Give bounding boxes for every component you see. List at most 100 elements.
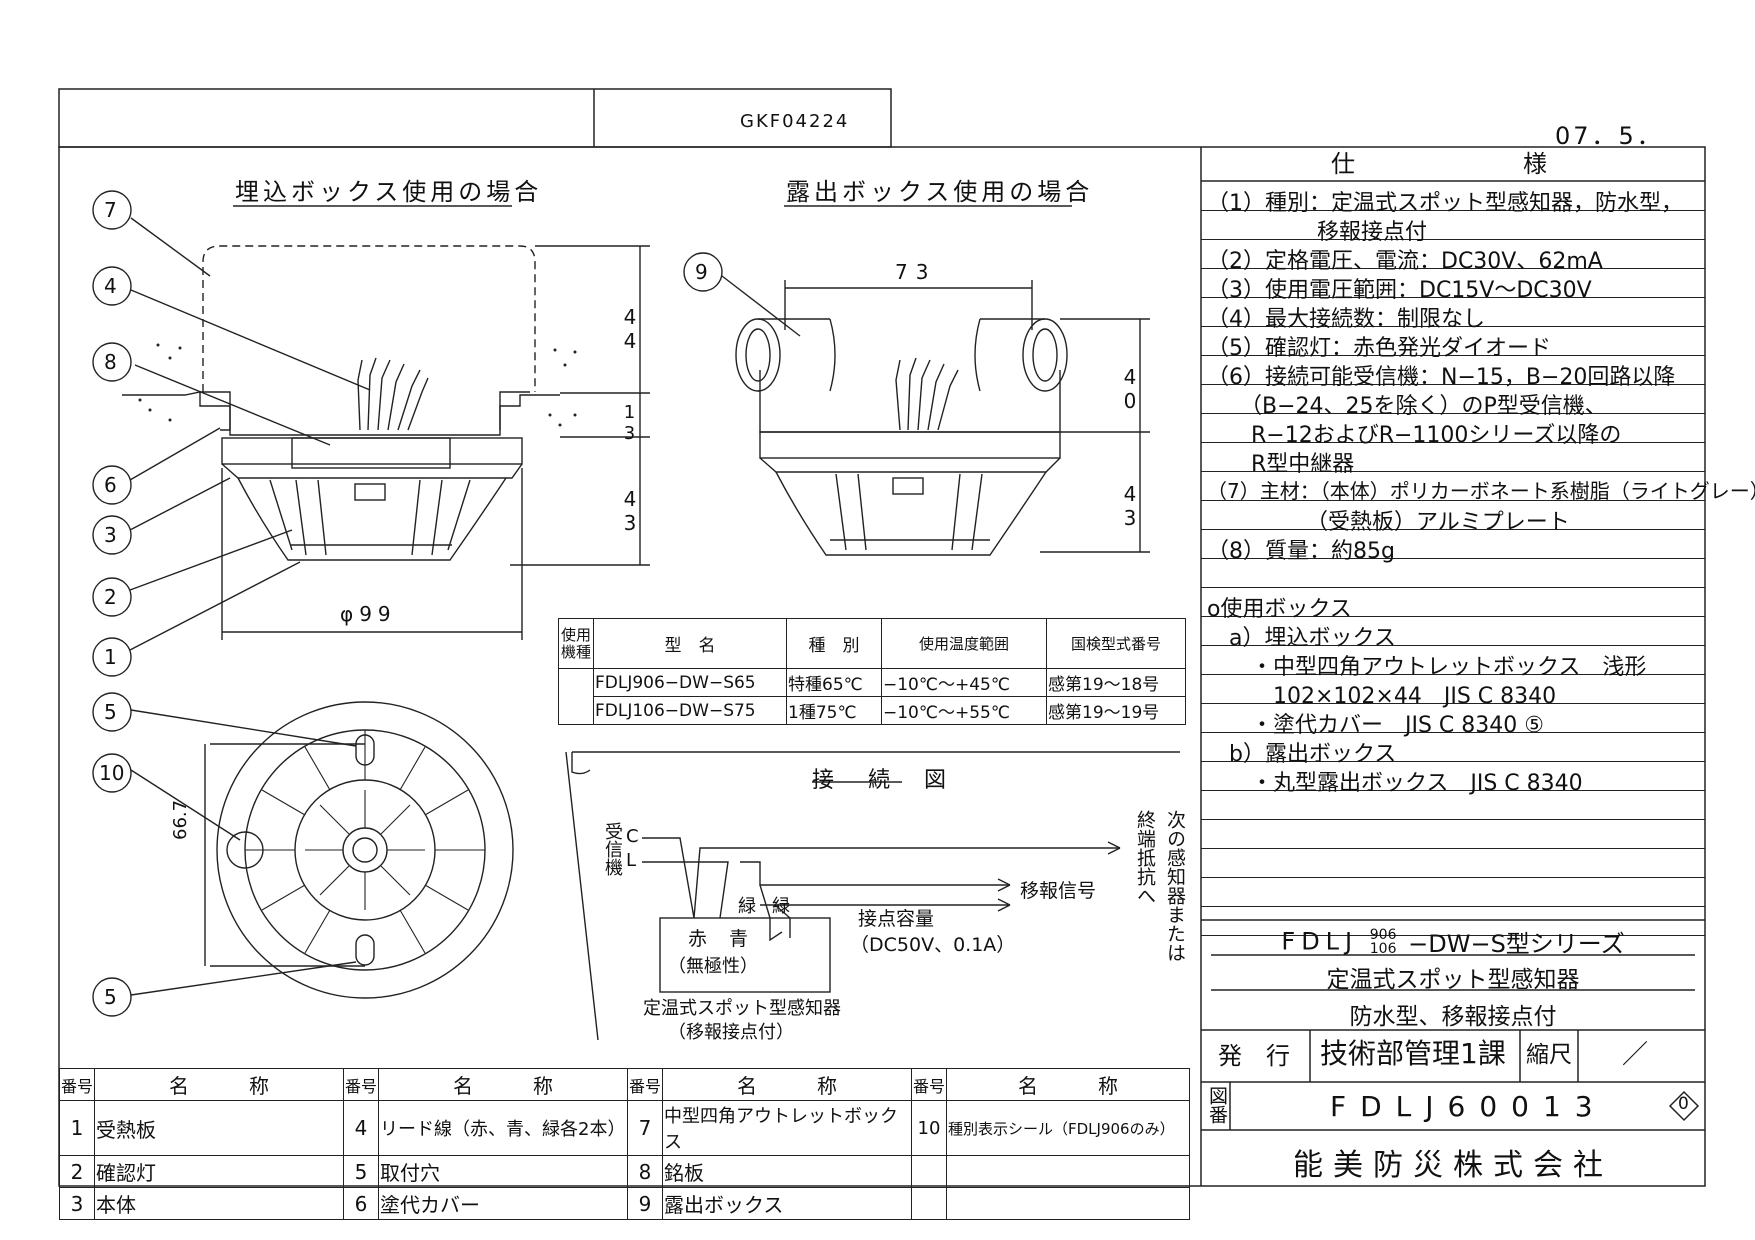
spec-row: （6）接続可能受信機：N−15，B−20回路以降 xyxy=(1201,355,1705,390)
spec-line: （7）主材：（本体）ポリカーボネート系樹脂（ライトグレー） xyxy=(1207,479,1755,503)
part-name-empty xyxy=(946,1187,1190,1220)
wiring-title: 接 続 図 xyxy=(812,768,953,793)
spec-line: （8）質量：約85g xyxy=(1207,539,1395,564)
parts-th-no: 番号 xyxy=(59,1068,95,1101)
dim-73: 73 xyxy=(895,260,937,284)
series-name: FDLJ 906 106 −DW−S型シリーズ xyxy=(1201,924,1705,959)
callout-2: 2 xyxy=(104,585,117,609)
issuer-name: 技術部管理1課 xyxy=(1320,1037,1506,1070)
next-detector-label: 次の感知器または xyxy=(1164,810,1186,962)
spec-row: b）露出ボックス xyxy=(1201,732,1705,767)
spec-row: （5）確認灯：赤色発光ダイオード xyxy=(1201,326,1705,361)
model-cell: 特種65℃ xyxy=(786,668,882,697)
embedded-view-title: 埋込ボックス使用の場合 xyxy=(235,178,543,206)
model-cell: −10℃〜+45℃ xyxy=(881,668,1047,697)
spec-row: （1）種別：定温式スポット型感知器，防水型， xyxy=(1201,181,1705,216)
part-no: 2 xyxy=(59,1155,95,1188)
spec-row: ・中型四角アウトレットボックス 浅形 xyxy=(1201,645,1705,680)
spec-row: （7）主材：（本体）ポリカーボネート系樹脂（ライトグレー） xyxy=(1201,471,1755,503)
callout-5b: 5 xyxy=(104,985,117,1009)
spec-line: （1）種別：定温式スポット型感知器，防水型， xyxy=(1207,191,1683,216)
parts-th-no: 番号 xyxy=(343,1068,379,1101)
detector-label: 定温式スポット型感知器 xyxy=(643,998,841,1019)
spec-title: 仕 様 xyxy=(1331,150,1547,178)
spec-row: ・丸型露出ボックス JIS C 8340 xyxy=(1201,761,1705,796)
spec-line: （2）定格電圧、電流：DC30V、62mA xyxy=(1207,249,1603,274)
company-name: 能美防災株式会社 xyxy=(1293,1148,1613,1183)
issue-label: 発 行 xyxy=(1218,1042,1290,1070)
part-name: 取付穴 xyxy=(378,1155,628,1188)
title-line-3: 防水型、移報接点付 xyxy=(1349,1004,1557,1030)
part-name: 塗代カバー xyxy=(378,1187,628,1220)
spec-row xyxy=(1201,848,1705,878)
detector-sub-label: （移報接点付） xyxy=(668,1022,794,1043)
receiver-label: 受信機 xyxy=(602,822,623,876)
scale-label: 縮尺 xyxy=(1526,1042,1572,1068)
spec-row: 移報接点付 xyxy=(1201,210,1705,245)
spec-line: R−12およびR−1100シリーズ以降の xyxy=(1207,423,1622,448)
part-no: 4 xyxy=(343,1100,379,1156)
spec-row: 102×102×44 JIS C 8340 xyxy=(1201,674,1705,709)
spec-row xyxy=(1201,558,1705,588)
callout-3: 3 xyxy=(104,523,117,547)
model-cell xyxy=(558,668,594,725)
part-no: 8 xyxy=(627,1155,663,1188)
model-cell: FDLJ106−DW−S75 xyxy=(593,696,787,725)
spec-line: b）露出ボックス xyxy=(1207,742,1397,767)
parts-table: 番号 名 称 番号 名 称 番号 名 称 番号 名 称 1 受熱板 4 リード線… xyxy=(59,1068,1190,1220)
part-name: 本体 xyxy=(94,1187,344,1220)
parts-th-name: 名 称 xyxy=(94,1068,344,1101)
part-no-empty xyxy=(911,1155,947,1188)
parts-th-name: 名 称 xyxy=(378,1068,628,1101)
part-name: 中型四角アウトレットボックス xyxy=(662,1100,912,1156)
dim-40: 40 xyxy=(1118,365,1142,413)
series-prefix: FDLJ xyxy=(1281,927,1359,956)
line-c-label: C xyxy=(626,826,639,847)
part-no: 10 xyxy=(911,1100,947,1156)
dim-43b: 43 xyxy=(1118,482,1142,530)
spec-row xyxy=(1201,819,1705,849)
spec-row: R型中継器 xyxy=(1201,442,1705,477)
model-cell: FDLJ906−DW−S65 xyxy=(593,668,787,697)
model-th-cert: 国検型式番号 xyxy=(1046,618,1186,669)
drawing-number: FDLJ60013 xyxy=(1330,1090,1607,1123)
model-cell: 1種75℃ xyxy=(786,696,882,725)
callout-7: 7 xyxy=(104,198,117,222)
spec-line: R型中継器 xyxy=(1207,452,1355,477)
spec-line: o使用ボックス xyxy=(1207,597,1352,622)
spec-row: （受熱板）アルミプレート xyxy=(1201,500,1705,535)
model-th-name: 型 名 xyxy=(593,618,787,669)
part-name: 種別表示シール（FDLJ906のみ） xyxy=(946,1100,1190,1156)
green-wire-2: 緑 xyxy=(772,896,790,917)
spec-line: a）埋込ボックス xyxy=(1207,626,1396,651)
dim-13: 13 xyxy=(619,402,640,444)
part-no: 3 xyxy=(59,1187,95,1220)
spec-line: （6）接続可能受信機：N−15，B−20回路以降 xyxy=(1207,365,1676,390)
spec-line: （B−24、25を除く）のP型受信機、 xyxy=(1207,394,1607,419)
green-wire-1: 緑 xyxy=(738,896,756,917)
line-l-label: L xyxy=(626,850,637,871)
part-no: 1 xyxy=(59,1100,95,1156)
spec-row: （2）定格電圧、電流：DC30V、62mA xyxy=(1201,239,1705,274)
model-th-type: 種 別 xyxy=(786,618,882,669)
callout-5a: 5 xyxy=(104,700,117,724)
callout-8: 8 xyxy=(104,350,117,374)
spec-line: （5）確認灯：赤色発光ダイオード xyxy=(1207,336,1551,361)
callout-9: 9 xyxy=(695,260,708,284)
spec-title-row: 仕 様 xyxy=(1201,147,1705,181)
model-table: 使用機種 型 名 種 別 使用温度範囲 国検型式番号 FDLJ906−DW−S6… xyxy=(558,618,1186,725)
part-name: リード線（赤、青、緑各2本） xyxy=(378,1100,628,1156)
spec-row xyxy=(1201,906,1705,936)
spec-list: （1）種別：定温式スポット型感知器，防水型， 移報接点付 （2）定格電圧、電流：D… xyxy=(1201,181,1755,936)
spec-row: （8）質量：約85g xyxy=(1201,529,1705,564)
parts-th-name: 名 称 xyxy=(946,1068,1190,1101)
model-cell: 感第19〜18号 xyxy=(1046,668,1186,697)
spec-line: 102×102×44 JIS C 8340 xyxy=(1207,684,1557,709)
spec-line: ・中型四角アウトレットボックス 浅形 xyxy=(1207,655,1647,680)
part-no: 6 xyxy=(343,1187,379,1220)
part-name: 受熱板 xyxy=(94,1100,344,1156)
exposed-view-title: 露出ボックス使用の場合 xyxy=(786,178,1094,206)
spec-row: R−12およびR−1100シリーズ以降の xyxy=(1201,413,1705,448)
